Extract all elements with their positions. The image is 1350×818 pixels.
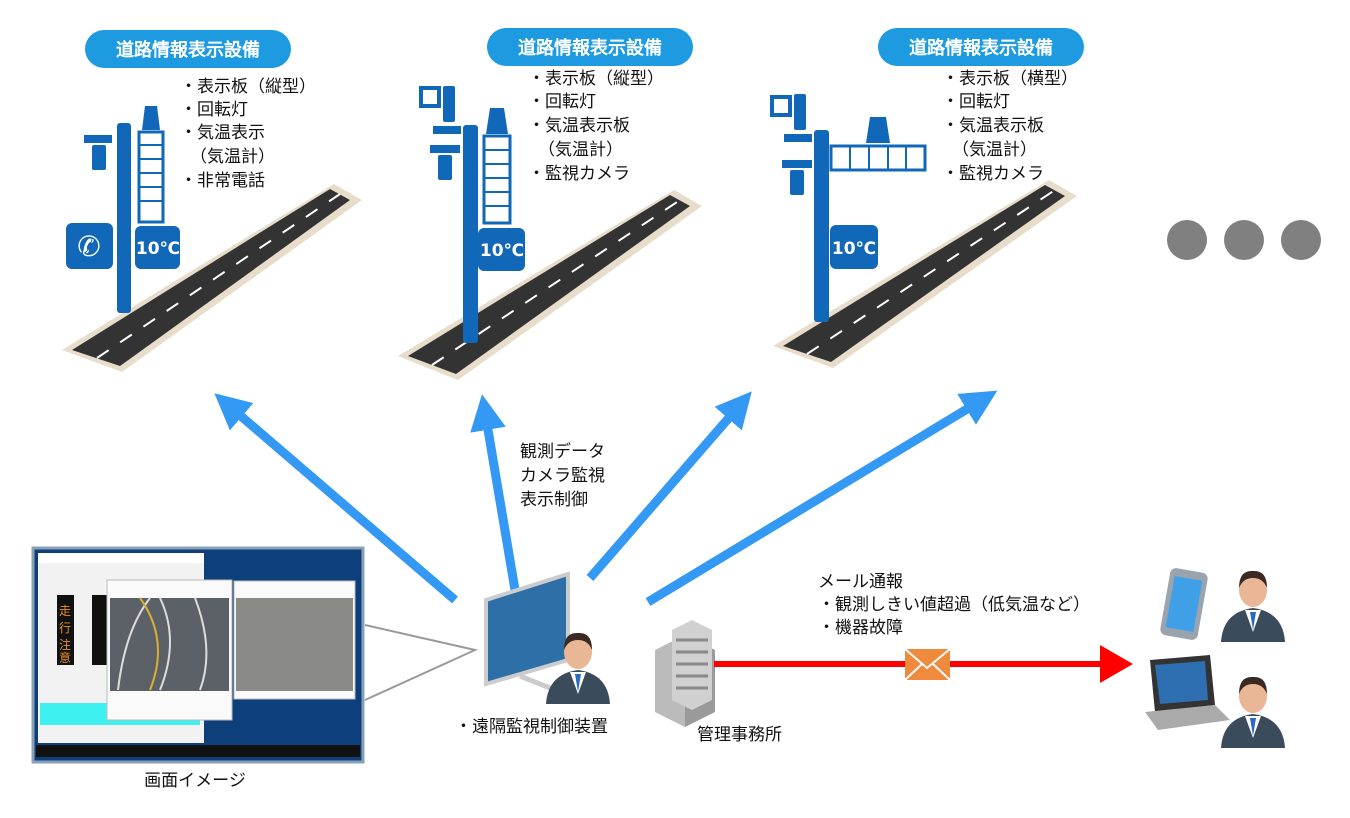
link-label: カメラ監視: [520, 466, 605, 486]
svg-text:✆: ✆: [77, 230, 100, 263]
arrow-up: [586, 391, 752, 581]
arrow-up: [214, 393, 458, 604]
svg-text:行: 行: [59, 621, 71, 635]
station-2: 道路情報表示設備 ・表示板（縦型） ・回転灯 ・気温表示板 （気温計） ・監視カ…: [419, 28, 693, 343]
monitor-icon: [484, 571, 570, 687]
screen-caption: 画面イメージ: [144, 771, 246, 791]
svg-text:10℃: 10℃: [832, 239, 876, 259]
office-label: 管理事務所: [697, 725, 782, 745]
pole: [814, 130, 829, 322]
user-icon: [1221, 570, 1285, 642]
svg-text:・観測しきい値超過（低気温など）: ・観測しきい値超過（低気温など）: [818, 595, 1090, 615]
pole: [463, 125, 478, 343]
link-label: 観測データ: [520, 441, 605, 462]
arrow-head: [1100, 645, 1133, 683]
equipment-item: ・回転灯: [180, 100, 248, 120]
equipment-item: （気温計）: [952, 140, 1037, 160]
more-stations-ellipsis: [1167, 220, 1321, 260]
road-2: [398, 190, 702, 380]
link-label: 表示制御: [520, 490, 588, 510]
equipment-item: ・気温表示板: [942, 116, 1044, 136]
equipment-item: ・回転灯: [942, 92, 1010, 112]
temperature-display: [830, 225, 878, 269]
phone-icon: [66, 223, 113, 269]
arrow-up: [645, 390, 998, 606]
rotating-light-icon: [486, 108, 508, 134]
equipment-item: ・回転灯: [528, 92, 596, 112]
temperature-display: [478, 228, 525, 271]
thermometer-icon: [92, 145, 106, 170]
equipment-item: （気温計）: [190, 147, 275, 167]
svg-text:10℃: 10℃: [136, 239, 180, 259]
vertical-sign-board: [137, 130, 165, 224]
equipment-item: ・気温表示: [180, 123, 265, 143]
svg-text:・機器故障: ・機器故障: [818, 618, 903, 638]
equipment-item: ・表示板（横型）: [942, 69, 1078, 89]
equipment-item: ・表示板（縦型）: [180, 77, 316, 97]
camera-icon: [419, 86, 441, 108]
user-icon: [1221, 676, 1285, 748]
communication-arrows: [214, 390, 998, 606]
station-3: 道路情報表示設備 ・表示板（横型） ・回転灯 ・気温表示板 （気温計） ・監視カ…: [770, 28, 1084, 322]
station-title: 道路情報表示設備: [518, 37, 662, 59]
mail-notification: メール通報 ・観測しきい値超過（低気温など） ・機器故障: [714, 572, 1133, 683]
road-3: [773, 180, 1077, 368]
horizontal-sign-board: [829, 144, 927, 172]
road-1: [62, 184, 362, 372]
station-title: 道路情報表示設備: [116, 39, 260, 61]
screen-image: 走 行 注 意 画面イメージ: [31, 546, 479, 791]
pole: [117, 123, 131, 313]
equipment-item: ・表示板（縦型）: [528, 69, 664, 89]
recipients: [1145, 568, 1285, 748]
controller-label: ・遠隔監視制御装置: [455, 717, 608, 737]
equipment-item: ・気温表示板: [528, 116, 630, 136]
equipment-item: ・監視カメラ: [942, 164, 1044, 184]
office-building-icon: 管理事務所: [655, 620, 782, 745]
svg-text:メール通報: メール通報: [818, 572, 903, 592]
equipment-item: ・監視カメラ: [528, 164, 630, 184]
temperature-display: [135, 226, 180, 269]
thermometer-icon: [438, 155, 452, 180]
remote-controller: ・遠隔監視制御装置: [455, 571, 610, 737]
station-title-pill: [85, 30, 291, 68]
svg-text:10℃: 10℃: [480, 241, 524, 261]
svg-text:注: 注: [59, 637, 71, 652]
rotating-light-icon: [142, 106, 160, 130]
station-title: 道路情報表示設備: [909, 37, 1053, 59]
equipment-item: ・非常電話: [180, 171, 265, 191]
svg-text:走: 走: [59, 604, 71, 618]
rotating-light-icon: [866, 117, 890, 143]
camera-icon: [770, 95, 792, 117]
equipment-item: （気温計）: [538, 140, 623, 160]
station-1: 道路情報表示設備 ・表示板（縦型） ・回転灯 ・気温表示 （気温計） ・非常電話…: [66, 30, 316, 313]
svg-text:意: 意: [59, 650, 71, 665]
thermometer-icon: [790, 170, 804, 195]
arrow-up: [470, 394, 520, 591]
camera-feed: [236, 598, 353, 691]
